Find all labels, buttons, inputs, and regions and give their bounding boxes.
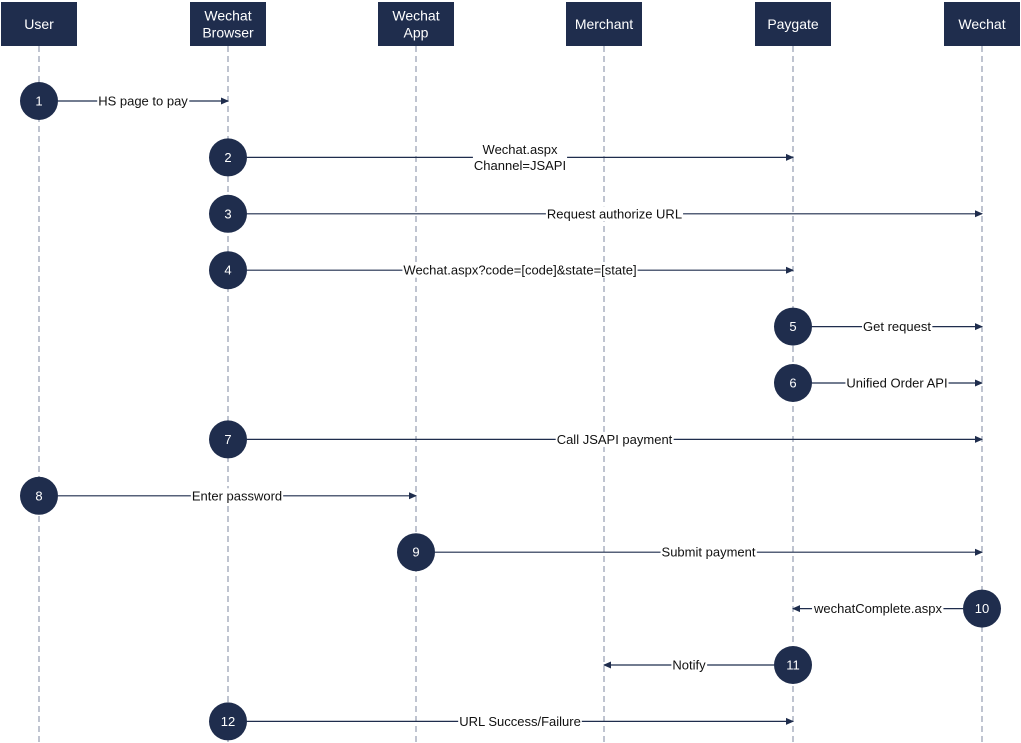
message-label-10: wechatComplete.aspx: [812, 601, 944, 617]
actor-label-app: Wechat: [392, 8, 439, 24]
actor-label-merchant: Merchant: [575, 16, 633, 32]
step-number-9: 9: [412, 545, 419, 560]
message-text-5: Get request: [863, 319, 931, 334]
message-label-bg-11: [671, 657, 708, 673]
message-12: URL Success/Failure 12: [209, 702, 794, 741]
message-text-2: Wechat.aspx: [483, 142, 558, 157]
step-number-8: 8: [35, 488, 42, 503]
message-label-bg-9: [660, 544, 757, 560]
step-circle-6: [774, 364, 812, 402]
step-number-1: 1: [35, 94, 42, 109]
message-label-1: HS page to pay: [97, 93, 190, 109]
message-text-7: Call JSAPI payment: [557, 432, 673, 447]
message-text-2: Channel=JSAPI: [474, 158, 566, 173]
message-label-12: URL Success/Failure: [458, 713, 582, 729]
message-7: Call JSAPI payment 7: [209, 420, 983, 459]
message-text-9: Submit payment: [662, 545, 756, 560]
message-label-9: Submit payment: [660, 544, 757, 560]
message-label-bg-1: [97, 93, 190, 109]
message-5: Get request 5: [774, 307, 983, 346]
message-label-bg-10: [812, 601, 944, 617]
step-circle-11: [774, 646, 812, 684]
message-text-3: Request authorize URL: [547, 206, 682, 221]
message-label-bg-12: [458, 713, 582, 729]
step-number-11: 11: [786, 658, 800, 673]
step-circle-10: [963, 589, 1001, 628]
message-label-bg-8: [190, 488, 284, 504]
step-circle-3: [209, 194, 247, 233]
step-number-2: 2: [224, 150, 231, 165]
step-circle-5: [774, 307, 812, 346]
actor-label-wechat: Wechat: [958, 16, 1005, 32]
message-text-11: Notify: [672, 658, 706, 673]
actor-wechat: Wechat: [944, 2, 1020, 46]
step-number-6: 6: [789, 376, 796, 391]
actor-box-merchant: [566, 2, 642, 46]
message-label-bg-4: [402, 262, 638, 278]
actor-user: User: [1, 2, 77, 46]
message-label-bg-6: [845, 375, 949, 391]
step-circle-1: [20, 82, 58, 120]
message-text-1: HS page to pay: [98, 94, 188, 109]
step-circle-8: [20, 476, 58, 515]
actor-label-app: App: [404, 25, 429, 41]
message-label-6: Unified Order API: [845, 375, 949, 391]
message-11: Notify 11: [603, 646, 812, 684]
step-number-10: 10: [975, 601, 989, 616]
actor-box-user: [1, 2, 77, 46]
message-label-8: Enter password: [190, 488, 284, 504]
actor-label-browser: Wechat: [204, 8, 251, 24]
actor-label-browser: Browser: [202, 25, 254, 41]
message-text-8: Enter password: [192, 488, 282, 503]
actor-box-wechat: [944, 2, 1020, 46]
actor-label-user: User: [24, 16, 54, 32]
message-3: Request authorize URL 3: [209, 194, 983, 233]
step-number-7: 7: [224, 432, 231, 447]
message-label-5: Get request: [862, 319, 933, 335]
message-label-3: Request authorize URL: [545, 206, 684, 222]
actor-box-paygate: [755, 2, 831, 46]
actor-paygate: Paygate: [755, 2, 831, 46]
message-label-7: Call JSAPI payment: [555, 431, 674, 447]
step-number-12: 12: [221, 714, 235, 729]
step-circle-9: [397, 533, 435, 572]
step-number-3: 3: [224, 206, 231, 221]
actor-label-paygate: Paygate: [767, 16, 819, 32]
step-circle-2: [209, 138, 247, 177]
step-number-5: 5: [789, 319, 796, 334]
step-number-4: 4: [224, 263, 231, 278]
actor-box-app: [378, 2, 454, 46]
step-circle-12: [209, 702, 247, 741]
message-text-4: Wechat.aspx?code=[code]&state=[state]: [403, 263, 636, 278]
message-10: wechatComplete.aspx 10: [792, 589, 1001, 628]
message-9: Submit payment 9: [397, 533, 983, 572]
message-1: HS page to pay 1: [20, 82, 229, 120]
message-label-11: Notify: [671, 657, 708, 673]
actor-merchant: Merchant: [566, 2, 642, 46]
message-label-bg-2: [472, 141, 568, 173]
message-label-bg-5: [862, 319, 933, 335]
message-6: Unified Order API 6: [774, 364, 983, 402]
message-8: Enter password 8: [20, 476, 417, 515]
step-circle-4: [209, 251, 247, 290]
actor-box-browser: [190, 2, 266, 46]
message-4: Wechat.aspx?code=[code]&state=[state] 4: [209, 251, 794, 290]
message-label-bg-7: [555, 431, 674, 447]
message-text-12: URL Success/Failure: [459, 714, 581, 729]
message-label-bg-3: [545, 206, 684, 222]
step-circle-7: [209, 420, 247, 459]
message-text-10: wechatComplete.aspx: [813, 601, 942, 616]
message-label-4: Wechat.aspx?code=[code]&state=[state]: [402, 262, 638, 278]
message-text-6: Unified Order API: [846, 376, 947, 391]
